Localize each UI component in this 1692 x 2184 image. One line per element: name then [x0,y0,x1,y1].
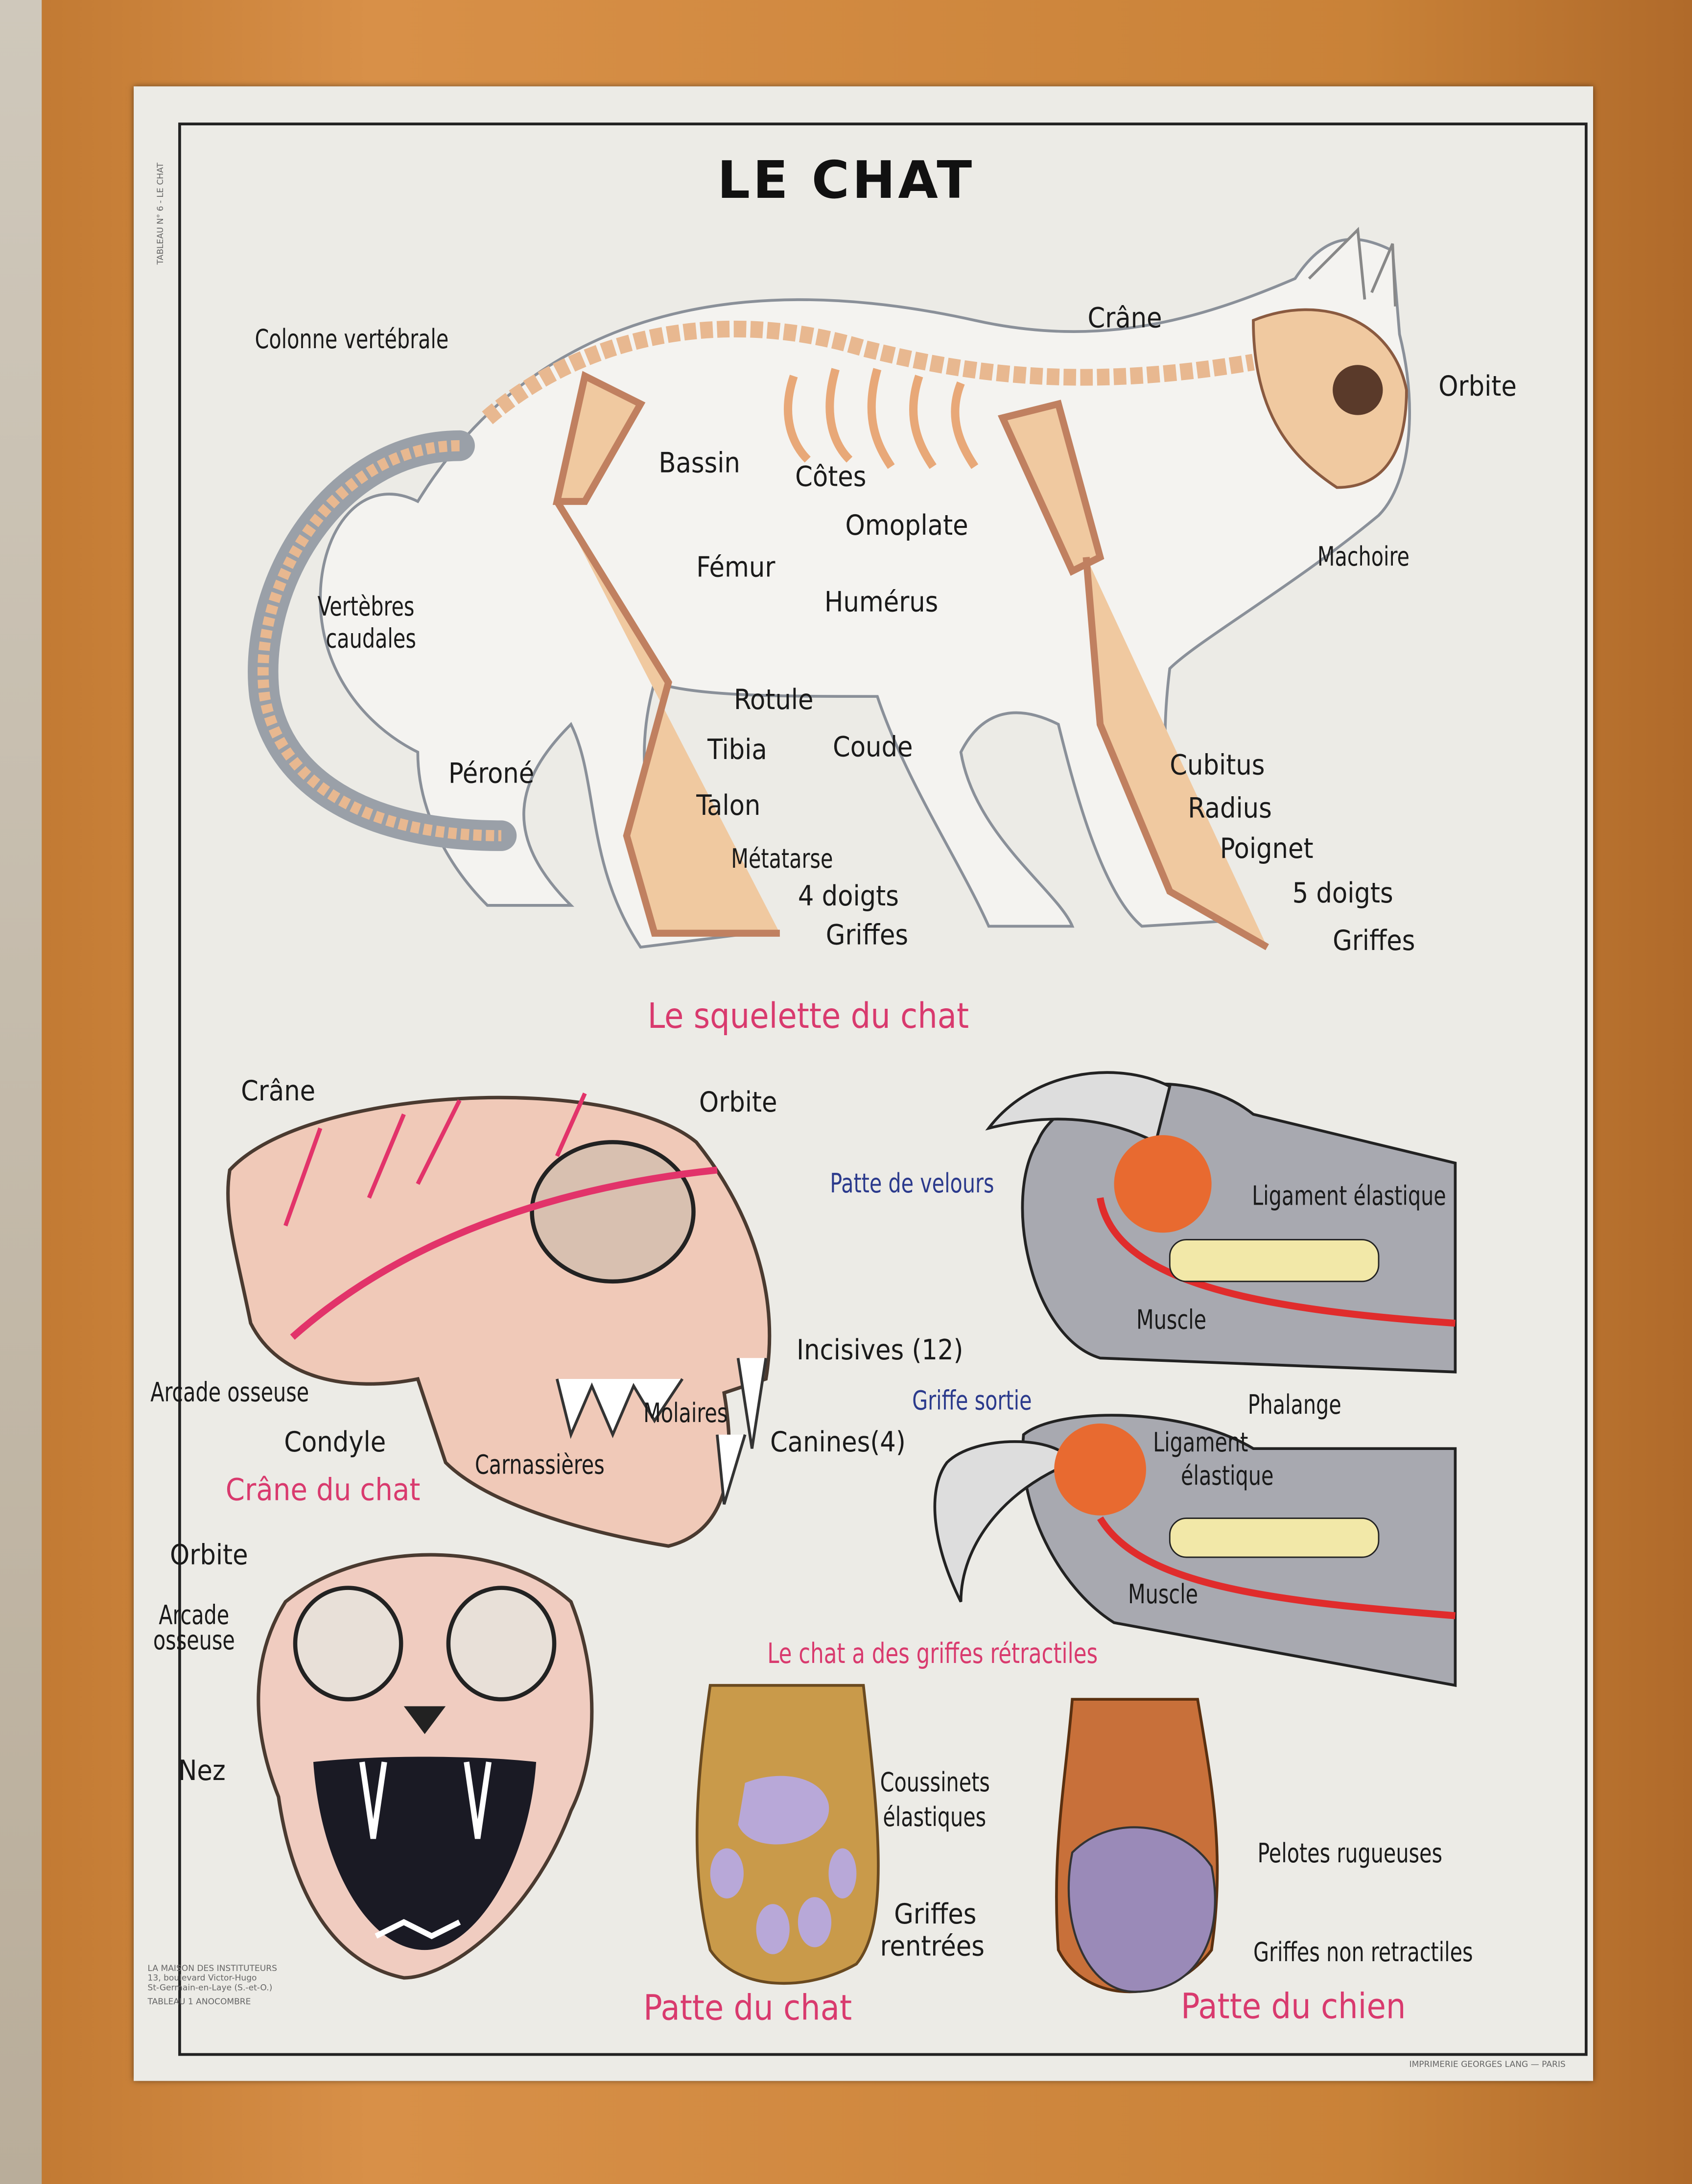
printer-credit: IMPRIMERIE GEORGES LANG — PARIS [1409,2060,1566,2070]
claw-hook-2 [933,1440,1075,1603]
label-griffes-rentrees-1: Griffes [894,1897,977,1931]
label-cotes: Côtes [795,459,867,493]
label-machoire: Machoire [1317,542,1410,573]
label-skull-orbite: Orbite [699,1085,777,1119]
red-ligament-2 [1097,1516,1456,1619]
label-muscle-1: Muscle [1136,1305,1207,1336]
cat-toe-4 [828,1848,857,1899]
label-metatarse: Métatarse [731,844,833,875]
label-phalange: Phalange [1247,1390,1341,1421]
claws-caption: Le chat a des griffes rétractiles [767,1637,1098,1670]
cat-paw-pad [738,1776,829,1845]
claw-retracted [1021,1082,1457,1374]
label-ligament-2a: Ligament [1153,1427,1248,1459]
claw-bone-pad-2 [1054,1423,1146,1516]
publisher-line: 13, boulevard Victor-Hugo [147,1973,257,1984]
publisher-line: LA MAISON DES INSTITUTEURS [147,1964,277,1974]
skull-stripes [283,1092,587,1227]
label-5-doigts: 5 doigts [1292,876,1393,910]
red-ligament-1 [1097,1197,1456,1327]
poster-title: LE CHAT [717,150,975,211]
cat-toe-1 [710,1848,744,1899]
label-carnassieres: Carnassières [474,1450,605,1481]
zygomatic-arch-line [290,1166,718,1340]
publisher-line: TABLEAU 1 ANOCOMBRE [147,1997,251,2007]
label-ligament-elastique-1: Ligament élastique [1252,1181,1446,1212]
label-front-orbite: Orbite [170,1538,248,1571]
front-orbit-left [293,1586,403,1702]
front-teeth [359,1761,492,1940]
scapula-humerus-radius [997,400,1269,950]
label-talon: Talon [696,788,761,822]
skull-caption: Crâne du chat [225,1473,421,1509]
label-griffes-non-retractiles: Griffes non retractiles [1253,1937,1473,1969]
label-orbite: Orbite [1438,369,1517,403]
label-bassin: Bassin [658,446,740,479]
side-teeth [556,1357,768,1505]
skeleton-caption: Le squelette du chat [647,996,969,1037]
label-griffes-avant: Griffes [1333,923,1415,957]
label-colonne-vertebrale: Colonne vertébrale [255,324,449,356]
label-crane: Crâne [1087,301,1162,334]
claw-hook-1 [985,1071,1172,1144]
label-elastiques: élastiques [883,1802,987,1833]
publisher-line: St-Germain-en-Laye (S.-et-O.) [147,1983,273,1994]
orbit-small [1333,365,1383,415]
label-humerus: Humérus [824,585,939,618]
label-perone: Péroné [448,756,535,790]
label-nez: Nez [178,1754,226,1787]
cat-toe-3 [798,1897,832,1947]
label-canines: Canines(4) [770,1424,906,1459]
side-orbit [530,1140,696,1284]
label-arcade-osseuse: Arcade osseuse [150,1377,309,1408]
label-4-doigts: 4 doigts [798,878,899,913]
label-caudales: caudales [326,624,416,655]
label-muscle-2: Muscle [1128,1579,1198,1611]
label-omoplate: Omoplate [845,508,968,542]
dog-pads [1067,1826,1216,1993]
label-pelotes-rugueuses: Pelotes rugueuses [1257,1838,1443,1870]
phalanx-1 [1169,1239,1380,1282]
label-coussinets: Coussinets [880,1767,990,1799]
publisher-block: LA MAISON DES INSTITUTEURS 13, boulevard… [148,1964,277,2007]
label-incisives: Incisives (12) [796,1333,964,1367]
label-cubitus: Cubitus [1170,748,1265,782]
spine [482,320,1255,425]
cat-paw-caption: Patte du chat [643,1987,852,2028]
label-ligament-2b: élastique [1181,1461,1274,1492]
ears [1308,227,1397,307]
cat-skull-small [1252,308,1408,489]
label-coude: Coude [832,730,913,763]
dog-paw-caption: Patte du chien [1181,1986,1406,2027]
label-griffes-rentrees-2: rentrées [880,1929,985,1963]
label-femur: Fémur [696,550,776,584]
front-orbit-right [446,1586,557,1702]
tail-vertebrae [257,440,501,842]
label-patte-de-velours: Patte de velours [830,1168,994,1200]
phalanx-2 [1169,1517,1380,1558]
label-front-arcade: Arcade [159,1600,230,1631]
cat-toe-2 [756,1904,790,1954]
ribs [784,368,979,469]
label-tibia: Tibia [707,733,767,766]
label-vertebres: Vertèbres [317,592,415,623]
nose [403,1706,446,1734]
wall [0,0,42,2184]
poster-border [178,122,1588,2056]
label-griffe-sortie: Griffe sortie [912,1386,1032,1417]
label-griffes-arriere: Griffes [825,918,909,951]
side-note: TABLEAU N° 6 - LE CHAT [156,163,166,265]
label-poignet: Poignet [1220,831,1314,865]
label-rotule: Rotule [733,682,814,716]
claw-bone-pad-1 [1114,1135,1212,1233]
label-molaires: Molaires [643,1398,728,1429]
label-skull-crane: Crâne [241,1074,316,1108]
label-front-osseuse: osseuse [153,1625,235,1656]
pelvis-femur-tibia [552,371,780,937]
label-radius: Radius [1188,791,1272,825]
label-condyle: Condyle [284,1424,386,1459]
